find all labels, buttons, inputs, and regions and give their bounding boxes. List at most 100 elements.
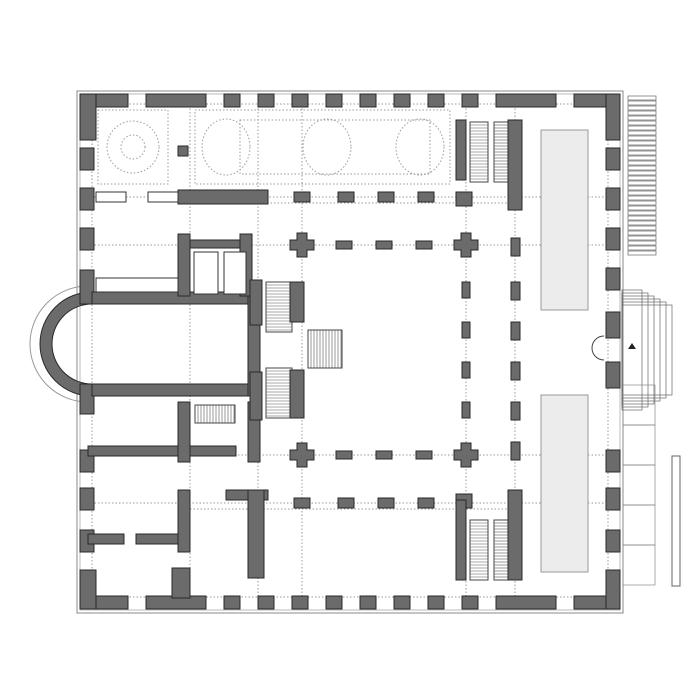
wall-pier <box>291 93 309 108</box>
wall-pier <box>291 595 309 610</box>
wall-pier <box>417 191 435 203</box>
cross-pier <box>289 442 315 468</box>
exterior-ramp <box>671 455 681 587</box>
small-room <box>193 251 219 295</box>
wall-pier <box>257 93 275 108</box>
wall-pier <box>257 595 275 610</box>
wall-pier <box>79 227 95 251</box>
wall-pier <box>605 147 621 171</box>
wall-pier <box>495 93 557 108</box>
gallery-room <box>540 129 589 311</box>
wall-pier <box>510 441 521 461</box>
exterior-step <box>627 100 657 106</box>
wall-pier <box>359 595 377 610</box>
wall-pier <box>171 567 191 599</box>
wall-pier <box>249 371 263 421</box>
wall-pier <box>605 487 621 511</box>
exterior-step <box>627 235 657 241</box>
wall-pier <box>335 450 353 460</box>
wall-pier <box>135 533 179 545</box>
exterior-step <box>627 205 657 211</box>
exterior-step <box>627 240 657 246</box>
wall-pier <box>79 487 95 511</box>
exterior-step <box>627 155 657 161</box>
porch-arc <box>591 335 605 361</box>
exterior-bay <box>622 384 656 426</box>
exterior-step <box>627 115 657 121</box>
wall-pier <box>247 489 265 579</box>
exterior-step <box>627 125 657 131</box>
wall-pier <box>177 145 189 157</box>
wall-pier <box>189 239 241 249</box>
cross-pier <box>453 442 479 468</box>
wall-pier <box>605 187 621 211</box>
exterior-step <box>627 180 657 186</box>
garden-circle <box>120 134 146 160</box>
exterior-step <box>627 175 657 181</box>
wall-pier <box>87 445 179 457</box>
wall-pier <box>461 401 471 419</box>
wall-pier <box>605 529 621 553</box>
cross-pier <box>289 232 315 258</box>
exterior-step <box>627 145 657 151</box>
exterior-steps <box>591 95 681 587</box>
exterior-step <box>627 215 657 221</box>
exterior-step <box>627 250 657 256</box>
wall-pier <box>417 497 435 509</box>
wall-pier <box>87 533 125 545</box>
wall-pier <box>461 595 479 610</box>
small-room <box>223 251 247 295</box>
wall-pier <box>427 93 445 108</box>
wall-pier <box>455 499 467 581</box>
exterior-step <box>627 195 657 201</box>
wall-pier <box>289 369 305 419</box>
wall-pier <box>189 445 237 457</box>
garden-bed <box>194 109 451 185</box>
wall-pier <box>359 93 377 108</box>
wall-pier <box>495 595 557 610</box>
wall-pier <box>507 489 523 581</box>
exterior-step <box>627 165 657 171</box>
exterior-step <box>627 245 657 251</box>
wall-pier <box>249 279 263 326</box>
exterior-step <box>627 120 657 126</box>
exterior-bay <box>622 464 656 506</box>
exterior-step <box>627 110 657 116</box>
inner-line <box>79 93 621 611</box>
wall-pier <box>461 281 471 299</box>
wall-pier <box>177 401 191 463</box>
apse-outline <box>29 285 89 403</box>
wall-pier <box>293 191 311 203</box>
wall-pier <box>79 269 95 305</box>
wall-pier <box>510 361 521 381</box>
wall-pier <box>510 281 521 301</box>
wall-outline <box>147 191 179 203</box>
exterior-step <box>627 105 657 111</box>
garden-bed <box>239 119 431 175</box>
entrance-step <box>621 292 649 408</box>
wall-pier <box>375 450 393 460</box>
wall-pier <box>455 191 473 207</box>
garden-circle <box>106 120 160 174</box>
garden-oval <box>395 118 445 176</box>
wall-pier <box>377 497 395 509</box>
exterior-step <box>627 150 657 156</box>
exterior-step <box>627 160 657 166</box>
wall-pier <box>79 383 95 415</box>
exterior-step <box>627 95 657 101</box>
wall-pier <box>415 240 433 250</box>
gallery-rooms <box>540 129 589 573</box>
wall-pier <box>79 147 95 171</box>
corner-pier <box>79 93 97 141</box>
parterre-garden <box>97 109 451 185</box>
exterior-step <box>627 135 657 141</box>
exterior-bay <box>622 544 656 586</box>
wall-pier <box>289 281 305 323</box>
wall-pier <box>427 595 445 610</box>
wall-pier <box>335 240 353 250</box>
wall-pier <box>177 489 191 553</box>
wall-pier <box>510 321 521 341</box>
wall-pier <box>461 321 471 339</box>
entrance-marker-icon <box>628 343 636 349</box>
corner-pier <box>605 93 621 141</box>
